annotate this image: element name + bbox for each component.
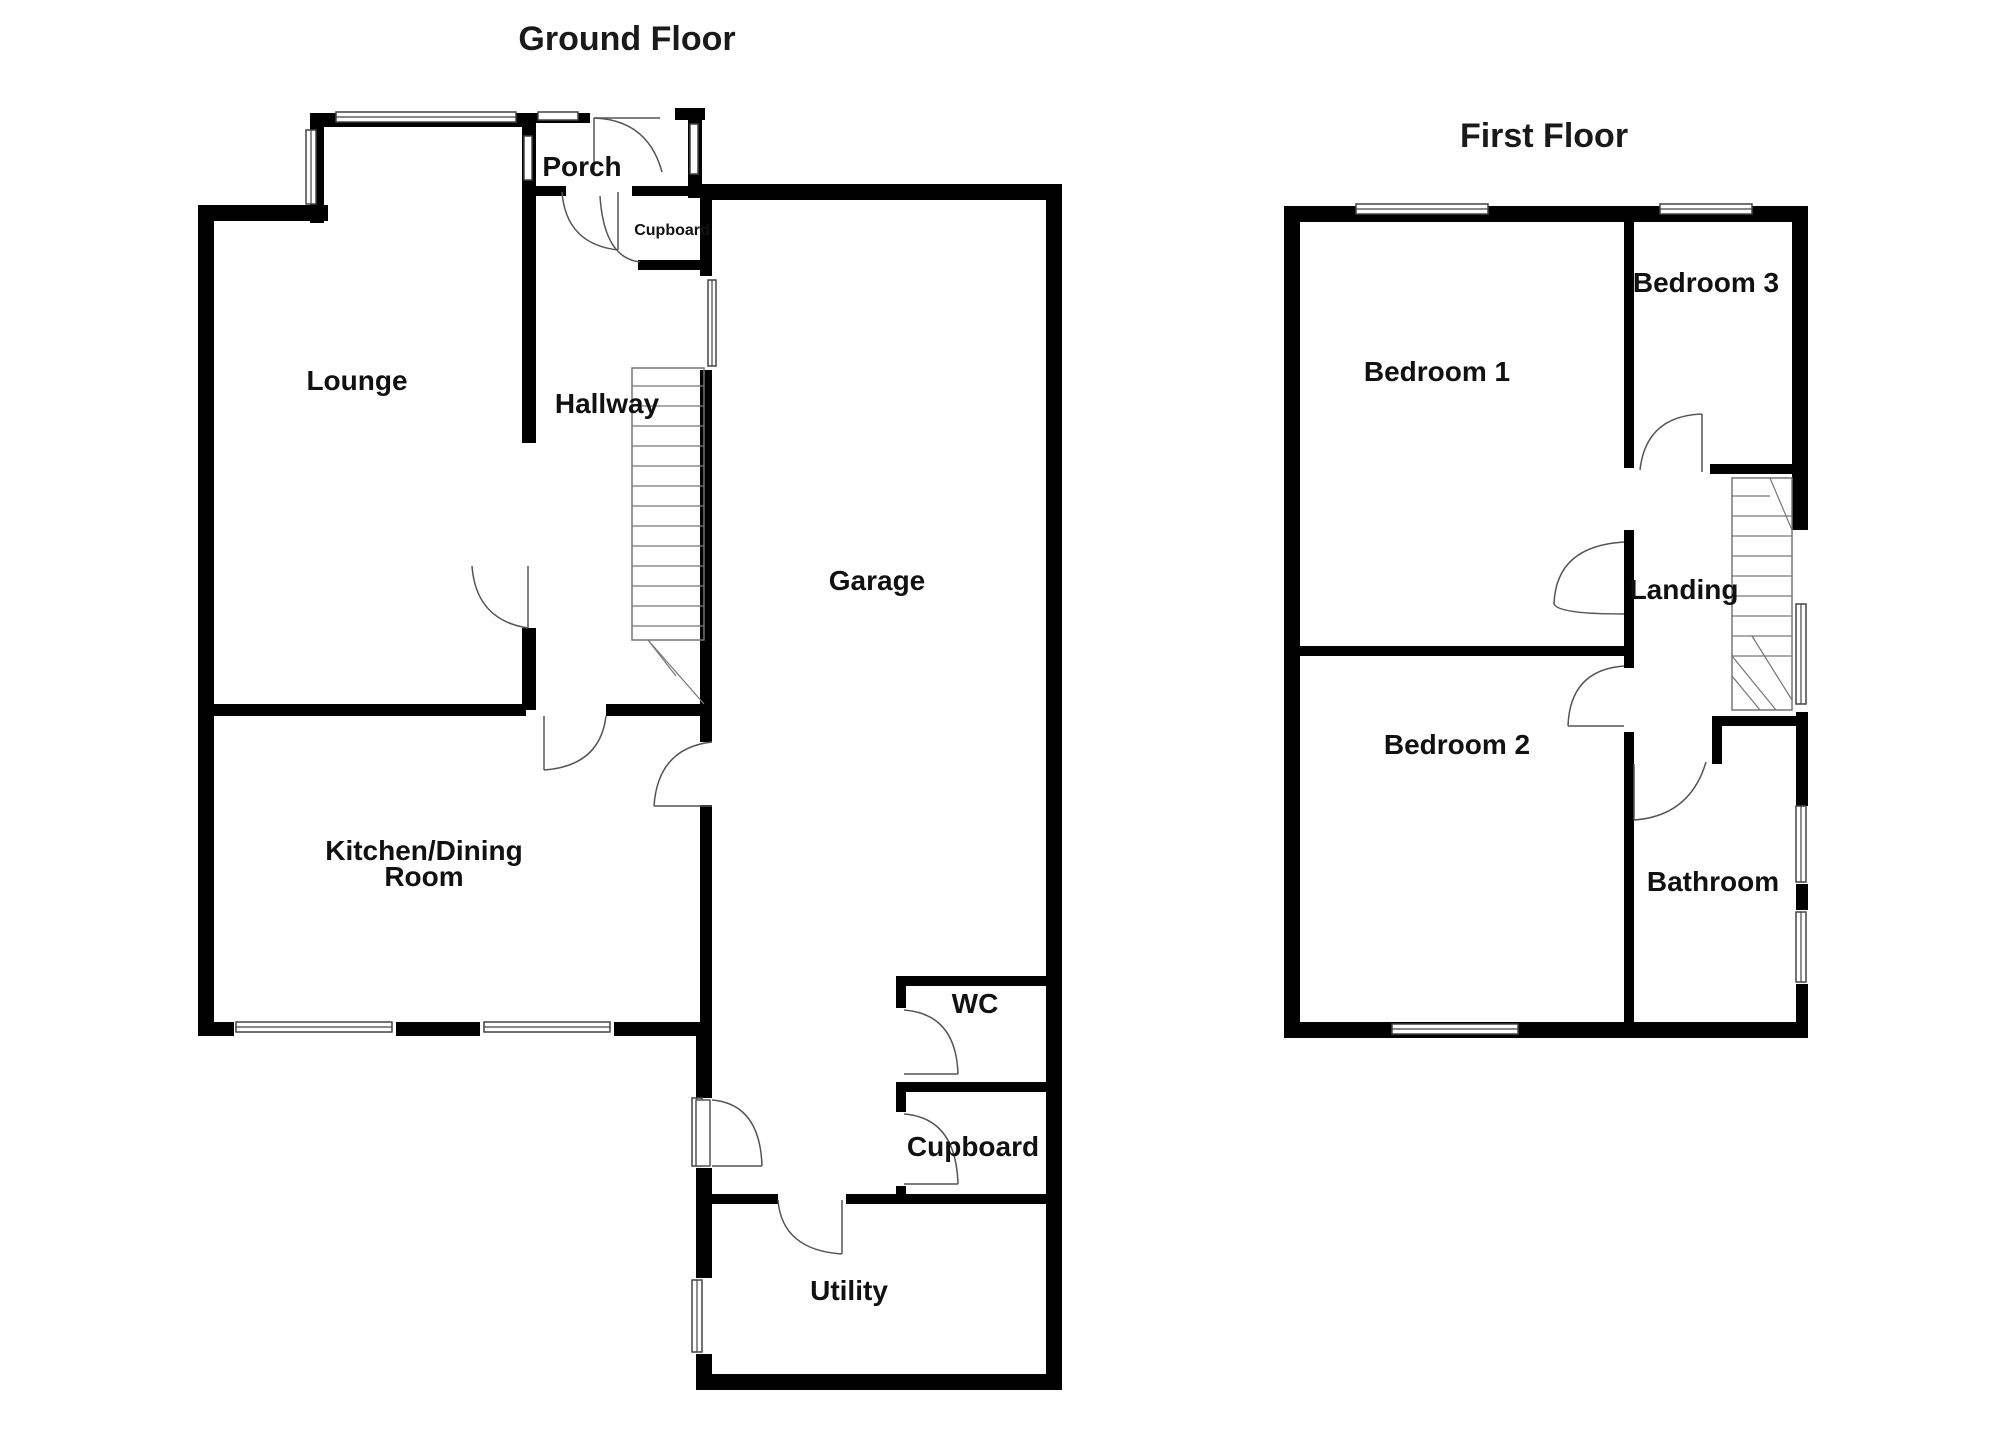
wall: [700, 805, 712, 1035]
room-label-wc: WC: [952, 988, 999, 1019]
room-label-cupboard: Cupboard: [907, 1131, 1039, 1162]
wall: [1624, 756, 1634, 786]
room-label-porch: Porch: [542, 151, 621, 182]
first-doors: [1553, 413, 1707, 821]
wall: [1046, 184, 1062, 1388]
wall: [710, 1194, 778, 1204]
wall: [846, 1194, 1054, 1204]
wall: [1624, 206, 1634, 468]
wall: [198, 205, 214, 1036]
wall: [1792, 206, 1808, 474]
room-label-lounge: Lounge: [306, 365, 407, 396]
window: [537, 111, 579, 121]
wall: [638, 260, 706, 270]
room-label-kitchen-line1: Kitchen/Dining: [325, 835, 523, 866]
wall: [1624, 646, 1634, 668]
wall: [1796, 712, 1808, 806]
room-label-kitchen-line2: Room: [384, 861, 463, 892]
wall: [396, 1022, 480, 1036]
room-label-utility: Utility: [810, 1275, 888, 1306]
wall: [522, 113, 536, 443]
wall: [896, 1082, 1048, 1092]
first-floor-title: First Floor: [1460, 117, 1628, 155]
window: [689, 123, 699, 175]
wall: [896, 976, 906, 1008]
room-label-bedroom-1: Bedroom 1: [1364, 356, 1510, 387]
first-windows: [1355, 203, 1807, 1035]
wall: [1624, 732, 1634, 1032]
ground-floor-title: Ground Floor: [518, 20, 735, 58]
wall: [696, 1022, 712, 1098]
window: [523, 135, 533, 181]
wall: [1712, 716, 1802, 726]
first-stairs: [1731, 477, 1793, 711]
room-label-cupboard-small: Cupboard: [634, 222, 710, 239]
ground-windows: [235, 111, 717, 1353]
wall: [198, 205, 328, 221]
wall: [522, 628, 536, 710]
wall: [1624, 530, 1634, 648]
wall: [606, 704, 710, 716]
room-label-bathroom: Bathroom: [1647, 866, 1779, 897]
wall: [1796, 884, 1808, 910]
room-label-garage: Garage: [829, 565, 926, 596]
wall: [1290, 646, 1634, 656]
room-label-landing: Landing: [1630, 574, 1739, 605]
first-labels: Bedroom 1 Bedroom 3 Landing Bedroom 2 Ba…: [1364, 267, 1779, 897]
ground-labels: Porch Cupboard Lounge Hallway Garage Kit…: [306, 151, 1039, 1306]
wall: [614, 1022, 710, 1036]
first-floor: First Floor: [1284, 117, 1808, 1038]
wall: [632, 186, 710, 196]
wall: [896, 1186, 906, 1196]
wall: [696, 1374, 1062, 1390]
wall: [1712, 716, 1722, 764]
wall: [1796, 984, 1808, 1038]
wall: [696, 1168, 712, 1278]
ground-stairs: [631, 367, 705, 705]
wall: [1710, 464, 1804, 474]
room-label-bedroom-3: Bedroom 3: [1633, 267, 1779, 298]
room-label-bedroom-2: Bedroom 2: [1384, 729, 1530, 760]
ground-walls: [198, 108, 1062, 1390]
first-walls: [1284, 206, 1808, 1038]
ground-floor: Ground Floor: [198, 20, 1062, 1390]
wall: [536, 186, 566, 196]
wall: [1792, 474, 1808, 530]
wall: [700, 186, 712, 276]
wall: [896, 1082, 906, 1112]
wall: [896, 976, 1048, 986]
wall: [198, 1022, 234, 1036]
wall: [700, 184, 1062, 200]
wall: [1284, 206, 1300, 1038]
wall: [1284, 1022, 1808, 1038]
room-label-hallway: Hallway: [555, 388, 660, 419]
wall: [210, 704, 526, 716]
ground-doors: [471, 117, 959, 1255]
wall: [700, 370, 712, 742]
